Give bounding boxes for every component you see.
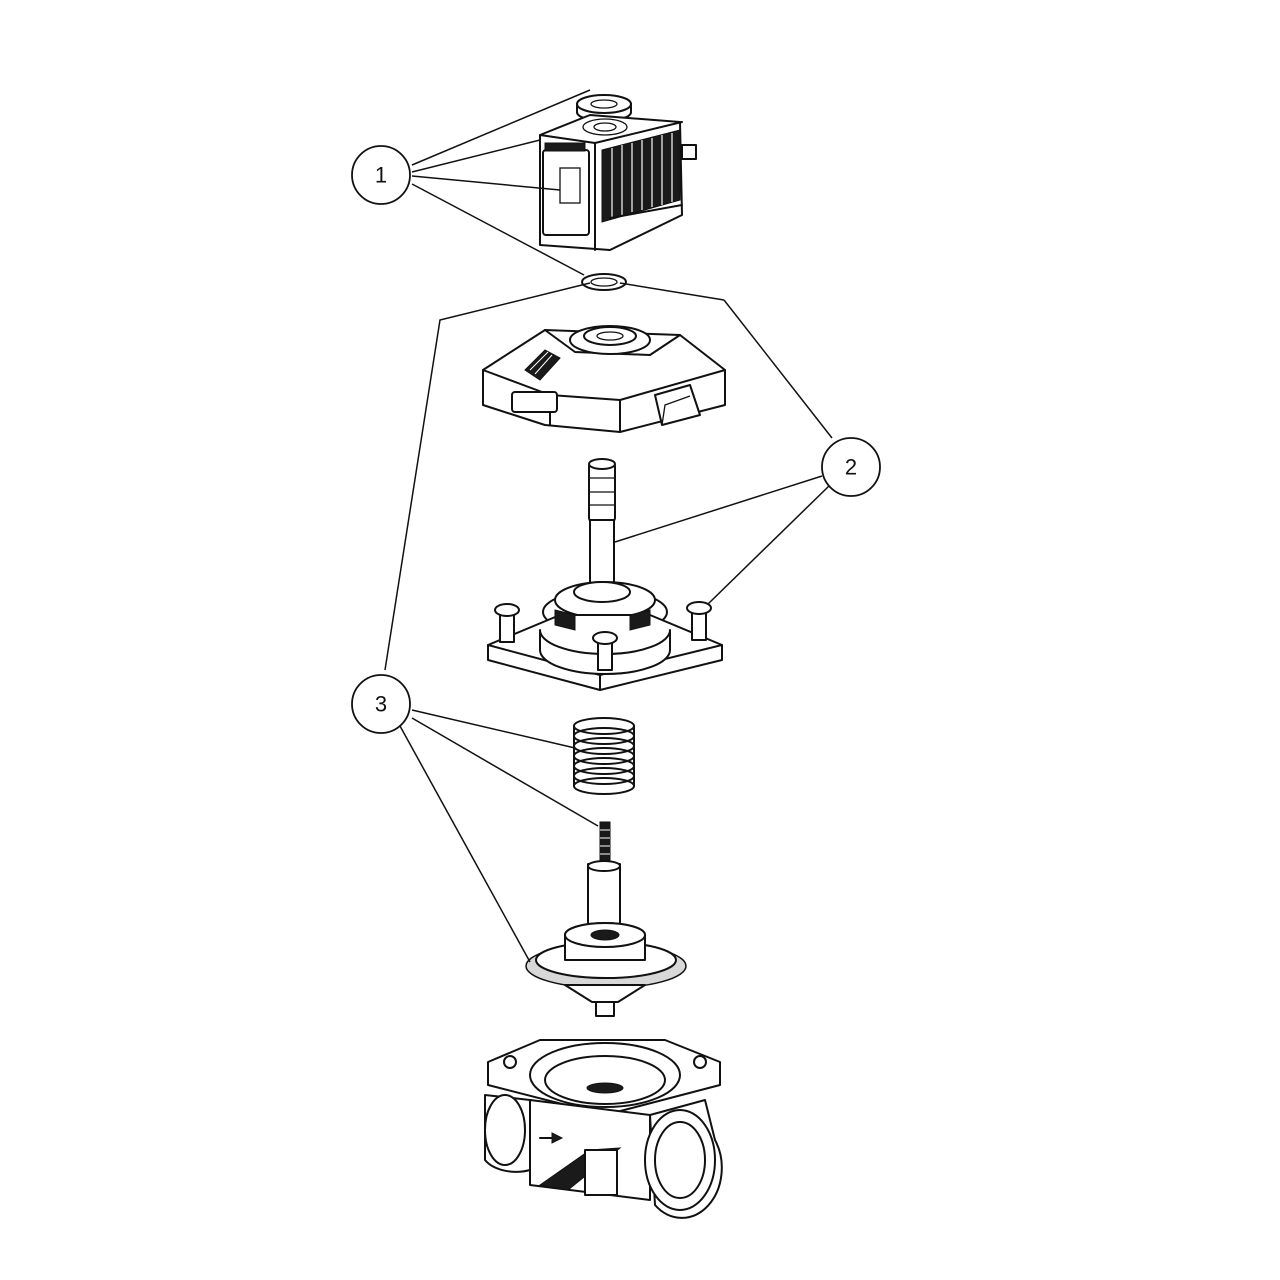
armature-tube-assembly <box>487 458 723 691</box>
callout-3: 3 <box>351 674 411 734</box>
bonnet-cover <box>482 325 726 433</box>
screw-right <box>686 601 712 641</box>
leader-lines-3 <box>399 709 599 963</box>
valve-body <box>484 1039 723 1219</box>
leader-lines-1 <box>411 89 591 276</box>
spring <box>573 717 635 795</box>
callout-1: 1 <box>351 145 411 205</box>
callout-2: 2 <box>821 437 881 497</box>
callout-1-label: 1 <box>375 163 387 188</box>
callout-3-label: 3 <box>375 692 387 717</box>
diaphragm <box>525 922 687 1017</box>
leader-lines-2 <box>384 282 833 671</box>
solenoid-coil <box>539 114 697 251</box>
screw-front <box>592 631 618 671</box>
pilot-pin <box>587 821 621 927</box>
screw-left <box>494 603 520 643</box>
callout-2-label: 2 <box>845 455 857 480</box>
o-ring <box>581 273 627 291</box>
